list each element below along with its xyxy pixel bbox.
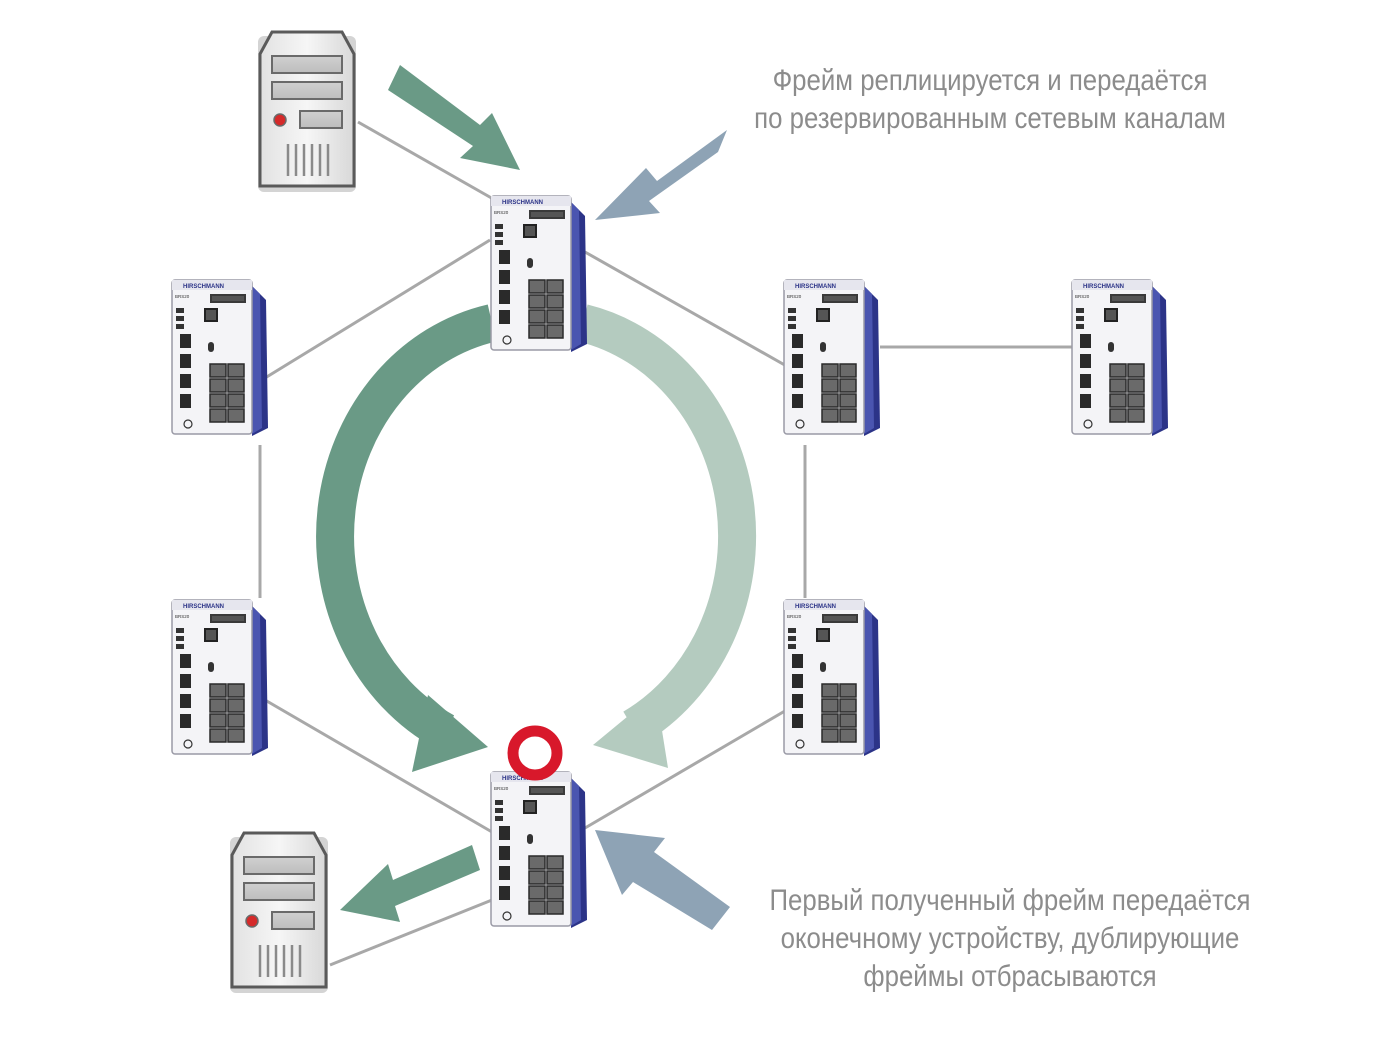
network-links: [258, 120, 1075, 967]
server-icon: [256, 30, 358, 194]
switch-icon: [490, 195, 588, 353]
caption-first-frame: Первый полученный фрейм передаётся оконе…: [709, 882, 1311, 996]
arrow-frame-replicated: [595, 130, 727, 220]
switch-icon: [783, 599, 881, 757]
switch-icon: [1071, 279, 1169, 437]
arrow-first-frame: [595, 830, 730, 930]
caption-frame-replicated: Фрейм реплицируется и передаётся по резе…: [689, 62, 1291, 138]
frame-received-marker: [507, 725, 563, 781]
link-left-lower: [264, 698, 493, 834]
caption-bottom-line2: оконечному устройству, дублирующие: [780, 922, 1240, 955]
arrow-server-to-switch: [388, 65, 520, 170]
ring-arrow-right: [578, 304, 757, 768]
link-top-right-upper: [584, 250, 791, 370]
switch-icon: [783, 279, 881, 437]
caption-bottom-line3: фреймы отбрасываются: [863, 960, 1157, 993]
arrow-switch-to-server: [340, 845, 480, 922]
link-top-left-upper: [264, 238, 491, 380]
caption-top-line2: по резервированным сетевым каналам: [754, 102, 1226, 135]
link-right-lower: [584, 706, 791, 830]
ring-arrow-left: [316, 304, 497, 772]
link-switch-bottom-server-bottom: [329, 898, 493, 967]
caption-bottom-line1: Первый полученный фрейм передаётся: [769, 884, 1251, 917]
switch-icon: [171, 279, 269, 437]
switch-icon: [490, 771, 588, 929]
caption-top-line1: Фрейм реплицируется и передаётся: [772, 64, 1208, 97]
link-server-top-switch-top: [357, 120, 496, 202]
switch-icon: [171, 599, 269, 757]
server-icon: [228, 831, 330, 995]
